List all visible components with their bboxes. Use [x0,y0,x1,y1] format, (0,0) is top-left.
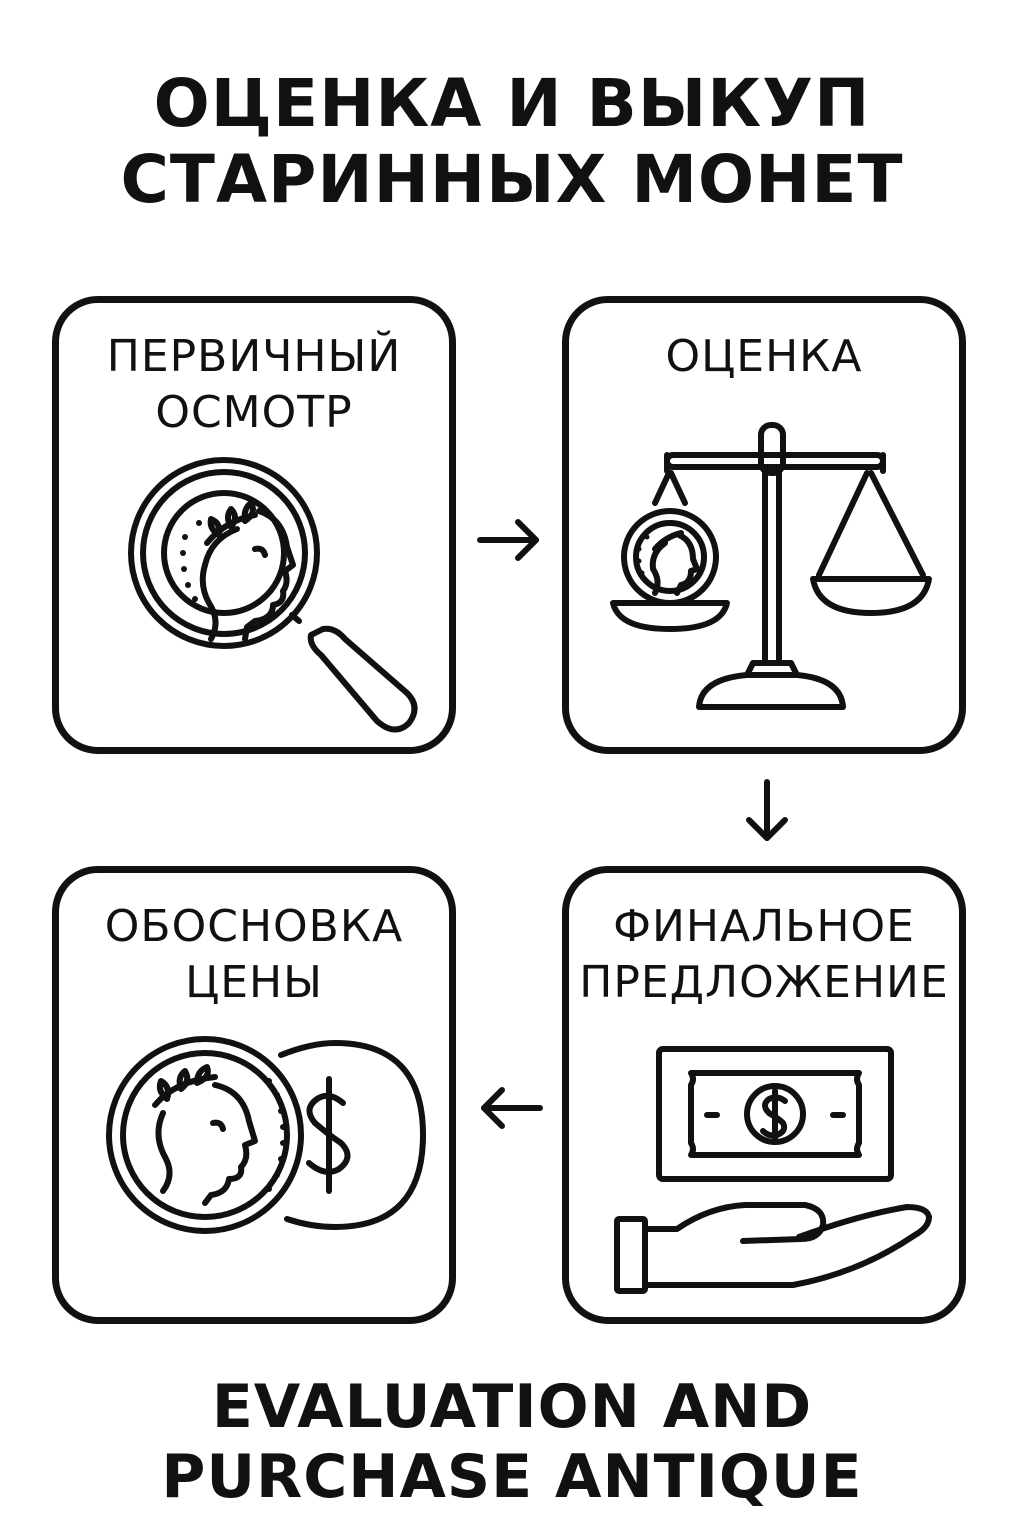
step-label-evaluation-line1: ОЦЕНКА [665,331,863,382]
left-arrow-icon [481,1087,543,1129]
coin-dollar-icon [106,1036,426,1234]
step-label-justification-line2: ЦЕНЫ [185,957,323,1008]
magnifier-coin-icon [128,457,418,733]
step-label-offer: ФИНАЛЬНОЕ ПРЕДЛОЖЕНИЕ [569,899,959,1011]
step-label-inspection-line1: ПЕРВИЧНЫЙ [106,331,402,382]
banknote-hand-icon [614,1046,932,1294]
step-label-offer-line1: ФИНАЛЬНОЕ [613,901,915,952]
step-card-offer: ФИНАЛЬНОЕ ПРЕДЛОЖЕНИЕ [562,866,966,1324]
step-label-offer-line2: ПРЕДЛОЖЕНИЕ [579,957,949,1008]
title-english-line1: EVALUATION AND [211,1372,813,1442]
title-russian: ОЦЕНКА И ВЫКУП СТАРИННЫХ МОНЕТ [0,66,1024,218]
title-russian-line1: ОЦЕНКА И ВЫКУП [153,65,871,142]
down-arrow-icon [746,779,788,841]
step-label-justification-line1: ОБОСНОВКА [104,901,404,952]
balance-scale-icon [610,422,932,710]
title-english-line2: PURCHASE ANTIQUE [161,1442,863,1512]
right-arrow-icon [477,519,539,561]
step-card-inspection: ПЕРВИЧНЫЙ ОСМОТР [52,296,456,754]
step-card-evaluation: ОЦЕНКА [562,296,966,754]
step-label-inspection-line2: ОСМОТР [155,387,353,438]
step-label-evaluation: ОЦЕНКА [569,329,959,385]
step-label-inspection: ПЕРВИЧНЫЙ ОСМОТР [59,329,449,441]
step-label-justification: ОБОСНОВКА ЦЕНЫ [59,899,449,1011]
title-russian-line2: СТАРИННЫХ МОНЕТ [120,141,904,218]
step-card-justification: ОБОСНОВКА ЦЕНЫ [52,866,456,1324]
title-english: EVALUATION AND PURCHASE ANTIQUE [0,1372,1024,1512]
